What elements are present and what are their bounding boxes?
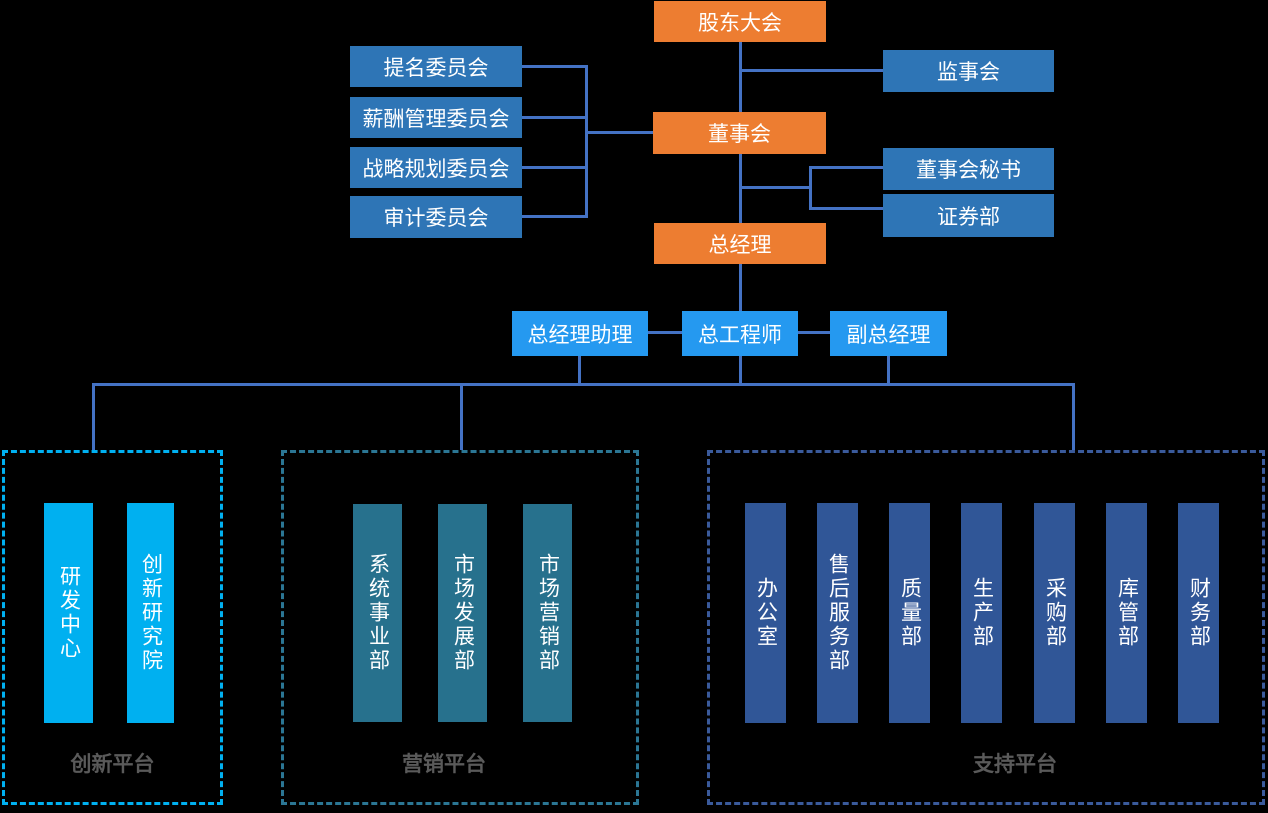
node-shareholders-meeting: 股东大会 [654,1,826,42]
dept-production: 生产部 [961,503,1002,723]
dept-after-sales-service: 售后服务部 [817,503,858,723]
connector-drop-support [1072,383,1075,450]
dept-finance: 财务部 [1178,503,1219,723]
node-general-manager: 总经理 [654,223,826,264]
dept-innovation-institute: 创新研究院 [127,503,174,723]
connector-committee-feed [585,131,653,134]
connector-committee-bracket [585,65,588,218]
node-board-of-directors: 董事会 [653,112,826,154]
node-board-secretary: 董事会秘书 [883,148,1054,190]
connector-supervisory-branch [740,69,883,72]
dept-office: 办公室 [745,503,786,723]
connector-riser-chief [739,356,742,384]
node-gm-assistant: 总经理助理 [512,311,648,356]
connector-assistant-chief [648,331,682,334]
dept-systems-division: 系统事业部 [353,504,402,722]
node-strategy-committee: 战略规划委员会 [350,147,522,188]
dept-rd-center: 研发中心 [44,503,93,723]
group-marketing-platform: 系统事业部 市场发展部 市场营销部 营销平台 [281,450,639,805]
marketing-platform-label: 营销平台 [402,753,486,776]
support-platform-label: 支持平台 [973,753,1057,776]
connector-secretary-feed [740,186,812,189]
connector-drop-innovation [92,383,95,450]
connector-secretary-bracket [809,166,812,210]
connector-committee-3 [522,166,588,169]
connector-bus [92,383,1075,386]
dept-warehouse: 库管部 [1106,503,1147,723]
connector-drop-marketing [460,383,463,450]
node-chief-engineer: 总工程师 [682,311,798,356]
node-audit-committee: 审计委员会 [350,196,522,238]
dept-procurement: 采购部 [1034,503,1075,723]
group-innovation-platform: 研发中心 创新研究院 创新平台 [2,450,223,805]
connector-riser-assistant [578,356,581,384]
connector-shareholders-board [739,42,742,112]
connector-committee-4 [522,215,588,218]
connector-gm-chief-engineer [739,264,742,311]
connector-committee-1 [522,65,588,68]
node-deputy-gm: 副总经理 [830,311,947,356]
node-supervisory-board: 监事会 [883,50,1054,92]
dept-market-development: 市场发展部 [438,504,487,722]
connector-secretary-branch [809,166,883,169]
connector-securities-branch [809,207,883,210]
dept-quality: 质量部 [889,503,930,723]
node-nomination-committee: 提名委员会 [350,46,522,87]
innovation-platform-label: 创新平台 [70,753,155,776]
connector-chief-deputy [798,331,830,334]
dept-marketing-dept: 市场营销部 [523,504,572,722]
connector-committee-2 [522,116,588,119]
group-support-platform: 办公室 售后服务部 质量部 生产部 采购部 库管部 财务部 支持平台 [707,450,1265,805]
node-securities-dept: 证券部 [883,194,1054,237]
node-compensation-committee: 薪酬管理委员会 [350,97,522,138]
connector-riser-deputy [887,356,890,384]
